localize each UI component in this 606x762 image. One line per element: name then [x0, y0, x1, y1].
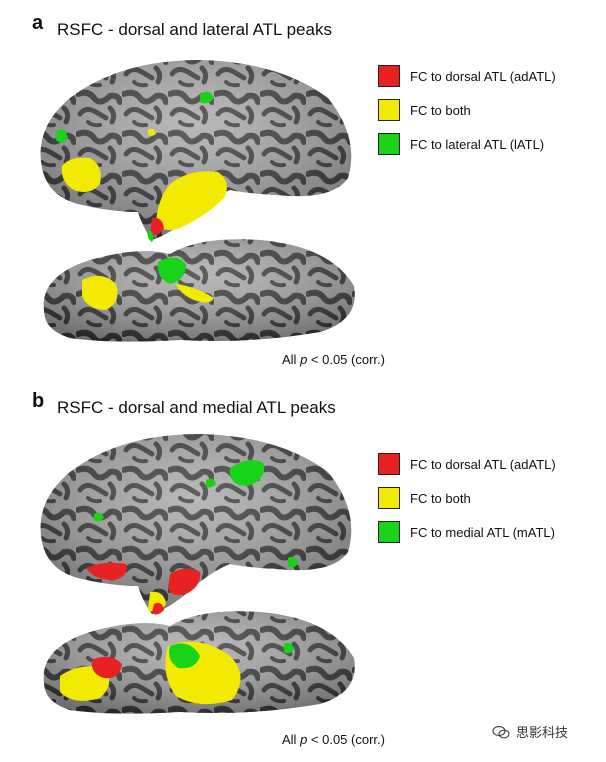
legend-label: FC to both: [410, 490, 471, 506]
panel-a-lateral-hemisphere: [40, 60, 352, 242]
green-swatch-icon: [378, 521, 400, 543]
legend-label: FC to dorsal ATL (adATL): [410, 456, 556, 472]
activation-green: [288, 556, 298, 568]
legend-item: FC to both: [378, 98, 556, 122]
panel-b-brain-figure: [40, 434, 355, 714]
activation-red: [150, 217, 164, 236]
stat-prefix: All: [282, 352, 301, 367]
legend-label: FC to dorsal ATL (adATL): [410, 68, 556, 84]
legend-label: FC to both: [410, 102, 471, 118]
legend-item: FC to lateral ATL (lATL): [378, 132, 556, 156]
legend-item: FC to dorsal ATL (adATL): [378, 452, 556, 476]
watermark-text: 思影科技: [516, 725, 569, 740]
panel-a-letter: a: [32, 12, 44, 34]
wechat-icon: [492, 725, 510, 738]
activation-red: [168, 568, 201, 596]
panel-a-legend: FC to dorsal ATL (adATL) FC to both FC t…: [378, 64, 556, 166]
activation-yellow: [148, 128, 156, 136]
legend-item: FC to medial ATL (mATL): [378, 520, 556, 544]
panel-b-ventral-hemisphere: [43, 611, 355, 714]
panel-a-significance-note: All p < 0.05 (corr.): [282, 352, 385, 367]
stat-p: p: [300, 352, 308, 367]
red-swatch-icon: [378, 65, 400, 87]
activation-green: [169, 643, 200, 669]
yellow-swatch-icon: [378, 99, 400, 121]
stat-suffix: < 0.05 (corr.): [307, 732, 385, 747]
activation-yellow: [82, 275, 118, 310]
panel-b-letter: b: [32, 390, 45, 412]
panel-a-brain-figure: [40, 60, 355, 342]
panel-b-title: RSFC - dorsal and medial ATL peaks: [57, 398, 336, 417]
stat-p: p: [300, 732, 308, 747]
stat-prefix: All: [282, 732, 301, 747]
red-swatch-icon: [378, 453, 400, 475]
activation-red: [91, 656, 122, 679]
activation-yellow: [156, 171, 227, 230]
panel-b-lateral-hemisphere: [40, 434, 352, 615]
activation-green: [56, 129, 68, 143]
yellow-swatch-icon: [378, 487, 400, 509]
activation-red: [86, 562, 127, 580]
activation-yellow: [60, 666, 110, 701]
activation-green: [200, 91, 214, 104]
activation-red: [152, 602, 164, 615]
activation-green: [229, 459, 265, 486]
legend-item: FC to both: [378, 486, 556, 510]
activation-green: [206, 478, 216, 488]
legend-item: FC to dorsal ATL (adATL): [378, 64, 556, 88]
activation-yellow: [61, 157, 101, 192]
activation-green: [147, 230, 154, 242]
legend-label: FC to medial ATL (mATL): [410, 524, 555, 540]
watermark: 思影科技: [492, 722, 568, 741]
activation-green: [157, 257, 186, 284]
green-swatch-icon: [378, 133, 400, 155]
legend-label: FC to lateral ATL (lATL): [410, 136, 545, 152]
activation-green: [94, 512, 104, 522]
panel-b-significance-note: All p < 0.05 (corr.): [282, 732, 385, 747]
activation-yellow: [176, 284, 214, 303]
activation-green: [284, 642, 294, 654]
panel-a-ventral-hemisphere: [43, 239, 355, 342]
panel-b-legend: FC to dorsal ATL (adATL) FC to both FC t…: [378, 452, 556, 554]
panel-a-title: RSFC - dorsal and lateral ATL peaks: [57, 20, 332, 39]
stat-suffix: < 0.05 (corr.): [307, 352, 385, 367]
